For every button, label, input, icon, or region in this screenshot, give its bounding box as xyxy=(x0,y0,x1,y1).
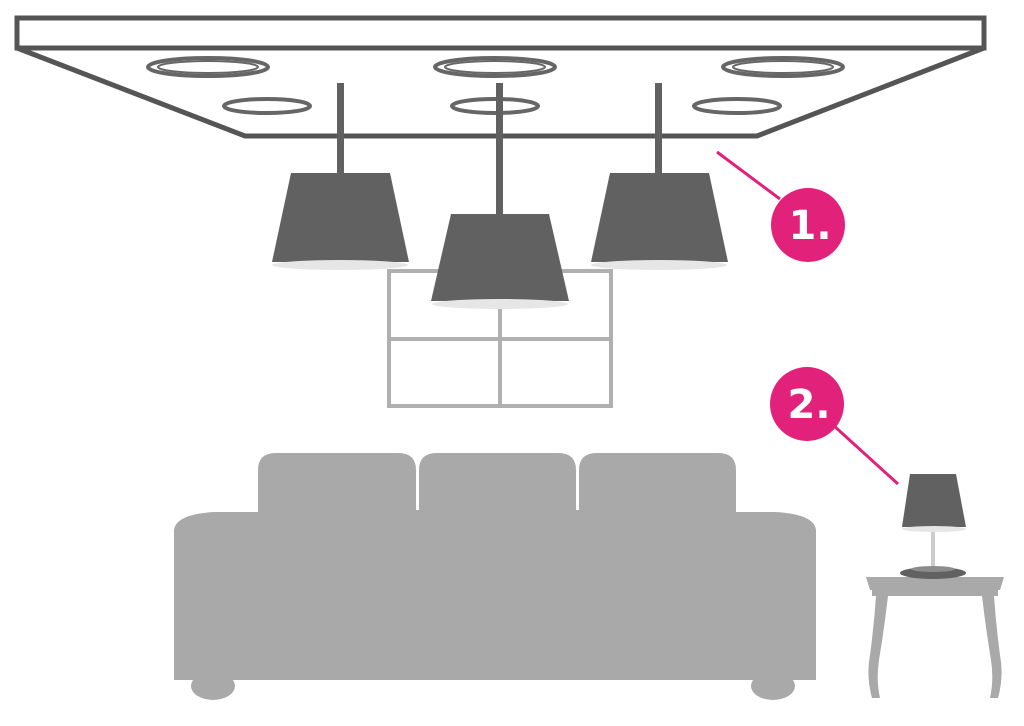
sofa-foot xyxy=(191,672,235,700)
side-table-top xyxy=(866,577,1004,590)
pendant-rod xyxy=(655,83,662,173)
table-lamp-stem xyxy=(931,528,935,568)
side-table-apron xyxy=(872,590,998,596)
recessed-light-ring xyxy=(692,97,782,115)
callout-2: 2. xyxy=(770,367,900,486)
side-table xyxy=(866,577,1004,698)
pendant-shade xyxy=(272,173,409,262)
pendant-shade-underside xyxy=(432,299,568,309)
sofa-back-cushion xyxy=(258,453,416,520)
pendant-shade xyxy=(431,214,569,301)
recessed-light-ring xyxy=(721,56,845,78)
sofa-foot xyxy=(751,672,795,700)
table-lamp-base-top xyxy=(911,566,955,572)
pendant-shade-underside xyxy=(272,260,408,270)
pendant-shade-underside xyxy=(591,260,727,270)
callout-1: 1. xyxy=(716,150,845,262)
sofa-back-cushion xyxy=(579,453,736,520)
ceiling-top-slab xyxy=(14,15,987,51)
table-lamp-shade-underside xyxy=(902,526,966,532)
recessed-light-ring xyxy=(732,60,834,74)
callout-2-leader-line xyxy=(831,423,900,486)
pendant-rod xyxy=(496,83,503,214)
recessed-light-ring xyxy=(222,97,312,115)
sofa-back-cushion xyxy=(419,453,576,520)
sofa xyxy=(174,453,816,700)
recessed-light-ring xyxy=(450,97,540,115)
pendant-shade xyxy=(591,173,728,262)
pendant-rod xyxy=(337,83,344,173)
table-lamp xyxy=(900,474,966,579)
callout-1-leader-line xyxy=(716,150,781,201)
recessed-light-ring xyxy=(157,60,259,74)
pendant-lamp-left xyxy=(272,83,409,270)
recessed-light-ring xyxy=(444,60,546,74)
recessed-light-ring xyxy=(146,56,270,78)
callout-2-label: 2. xyxy=(787,382,830,428)
table-lamp-shade xyxy=(902,474,966,527)
side-table-leg xyxy=(868,596,888,698)
callout-1-label: 1. xyxy=(788,203,831,249)
pendant-lamp-right xyxy=(591,83,728,270)
side-table-leg xyxy=(982,596,1002,698)
callout-2-badge xyxy=(770,367,844,441)
recessed-light-ring xyxy=(433,56,557,78)
pendant-lamp-center xyxy=(431,83,569,309)
callout-1-badge xyxy=(771,188,845,262)
sofa-body xyxy=(174,510,816,680)
recessed-lights xyxy=(146,56,845,115)
